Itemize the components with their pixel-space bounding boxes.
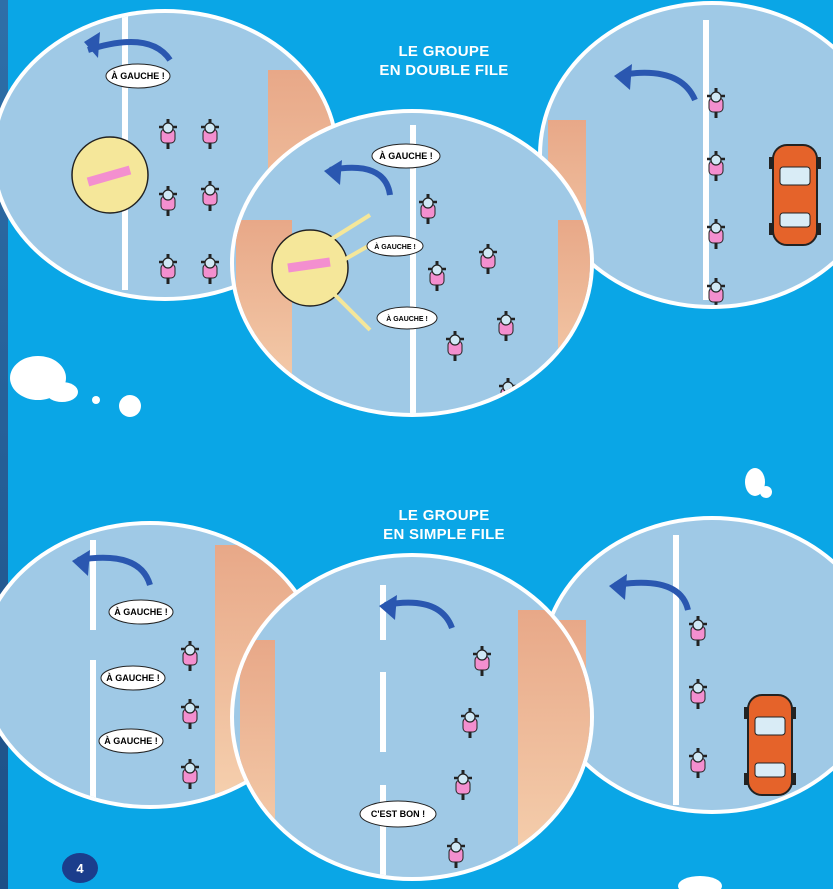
bubble-text: À GAUCHE ! <box>379 151 433 161</box>
bubble-text: À GAUCHE ! <box>386 314 428 323</box>
page-number: 4 <box>62 853 98 883</box>
speech-bubble: À GAUCHE ! <box>109 600 173 624</box>
bubble-text: À GAUCHE ! <box>106 673 160 683</box>
bubble-text: À GAUCHE ! <box>374 242 416 251</box>
speech-bubble: À GAUCHE ! <box>367 236 423 256</box>
speech-bubble: À GAUCHE ! <box>372 144 440 168</box>
section-title-line1: LE GROUPE <box>334 42 554 61</box>
speech-bubble: À GAUCHE ! <box>106 64 170 88</box>
speech-bubble: À GAUCHE ! <box>377 307 437 329</box>
bubble-text: À GAUCHE ! <box>104 736 158 746</box>
speech-bubble: C'EST BON ! <box>360 801 436 827</box>
section-title-line2: EN SIMPLE FILE <box>334 525 554 544</box>
section-title-double: LE GROUPE EN DOUBLE FILE <box>334 42 554 80</box>
section-title-line1: LE GROUPE <box>334 506 554 525</box>
bubble-text: C'EST BON ! <box>371 809 425 819</box>
speech-bubble: À GAUCHE ! <box>101 666 165 690</box>
bubble-text: À GAUCHE ! <box>111 71 165 81</box>
bubble-text: À GAUCHE ! <box>114 607 168 617</box>
scene-simple-middle <box>230 550 600 889</box>
section-title-line2: EN DOUBLE FILE <box>334 61 554 80</box>
speech-bubble: À GAUCHE ! <box>99 729 163 753</box>
section-title-simple: LE GROUPE EN SIMPLE FILE <box>334 506 554 544</box>
